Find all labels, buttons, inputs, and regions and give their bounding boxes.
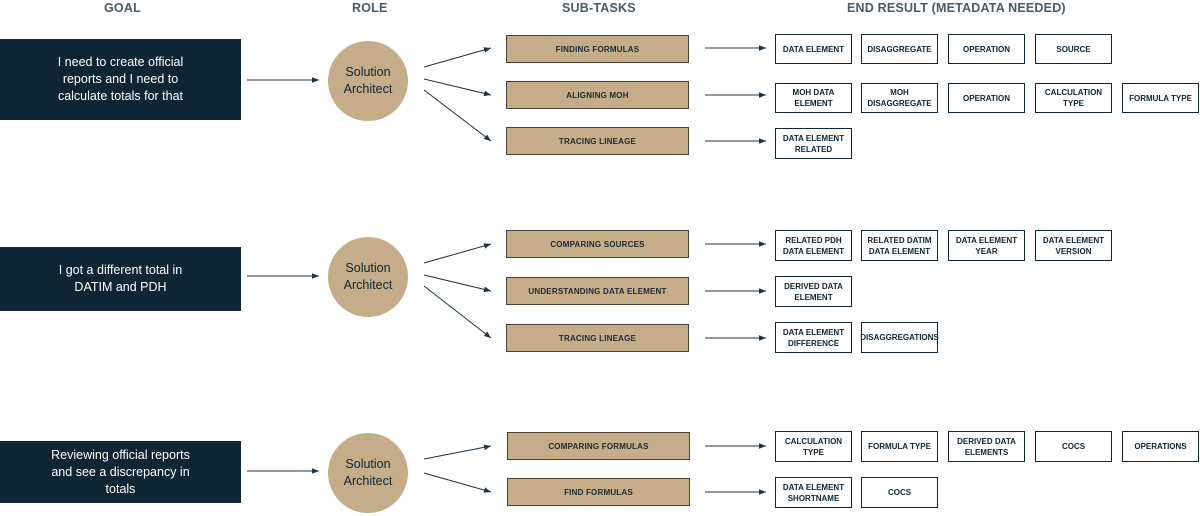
result-1-2-5: FORMULA TYPE: [1122, 83, 1199, 113]
result-1-3-1: DATA ELEMENT RELATED: [775, 128, 852, 159]
subtask-1-3: TRACING LINEAGE: [506, 127, 689, 155]
result-1-2-3: OPERATION: [948, 83, 1025, 113]
arrow-role-to-task-3-2: [423, 472, 492, 493]
subtask-2-3: TRACING LINEAGE: [506, 324, 689, 352]
result-1-2-1: MOH DATA ELEMENT: [775, 83, 852, 113]
result-2-1-2: RELATED DATIM DATA ELEMENT: [861, 230, 938, 261]
result-3-1-3: DERIVED DATA ELEMENTS: [948, 431, 1025, 462]
result-3-1-1: CALCULATION TYPE: [775, 431, 852, 462]
result-2-3-2: DISAGGREGATIONS: [860, 322, 939, 353]
subtask-2-1: COMPARING SOURCES: [506, 230, 689, 258]
role-circle-3: Solution Architect: [328, 433, 408, 513]
result-3-2-2: COCS: [861, 477, 938, 508]
subtask-3-2: FIND FORMULAS: [507, 478, 690, 506]
result-2-2-1: DERIVED DATA ELEMENT: [775, 276, 852, 307]
subtask-1-2: ALIGNING MOH: [506, 81, 689, 109]
subtask-1-1: FINDING FORMULAS: [506, 35, 689, 63]
header-subtasks: SUB-TASKS: [562, 1, 636, 15]
subtask-2-2: UNDERSTANDING DATA ELEMENT: [506, 277, 689, 305]
arrow-role-to-task-1-2: [423, 78, 492, 97]
arrow-role-to-task-2-2: [423, 274, 492, 293]
arrow-role-to-task-1-3: [423, 89, 492, 142]
result-2-3-1: DATA ELEMENT DIFFERENCE: [775, 322, 852, 353]
header-goal: GOAL: [104, 1, 141, 15]
subtask-3-1: COMPARING FORMULAS: [507, 432, 690, 460]
result-1-1-4: SOURCE: [1035, 34, 1112, 64]
result-1-1-1: DATA ELEMENT: [775, 34, 852, 64]
goal-box-3: Reviewing official reports and see a dis…: [0, 441, 241, 503]
result-1-2-4: CALCULATION TYPE: [1035, 83, 1112, 113]
arrow-role-to-task-1-1: [423, 47, 492, 68]
result-2-1-1: RELATED PDH DATA ELEMENT: [775, 230, 852, 261]
result-2-1-4: DATA ELEMENT VERSION: [1035, 230, 1112, 261]
role-circle-2: Solution Architect: [328, 237, 408, 317]
arrow-role-to-task-2-1: [423, 243, 492, 264]
header-end-result: END RESULT (METADATA NEEDED): [847, 1, 1066, 15]
goal-box-2: I got a different total in DATIM and PDH: [0, 247, 241, 311]
result-1-1-3: OPERATION: [948, 34, 1025, 64]
result-1-1-2: DISAGGREGATE: [861, 34, 938, 64]
arrow-role-to-task-2-3: [423, 285, 492, 339]
result-3-2-1: DATA ELEMENT SHORTNAME: [775, 477, 852, 508]
role-circle-1: Solution Architect: [328, 41, 408, 121]
arrow-role-to-task-3-1: [423, 444, 492, 460]
result-3-1-4: COCS: [1035, 431, 1112, 462]
result-3-1-2: FORMULA TYPE: [861, 431, 938, 462]
result-3-1-5: OPERATIONS: [1122, 431, 1199, 462]
header-role: ROLE: [352, 1, 388, 15]
result-2-1-3: DATA ELEMENT YEAR: [948, 230, 1025, 261]
result-1-2-2: MOH DISAGGREGATE: [861, 83, 938, 113]
goal-box-1: I need to create official reports and I …: [0, 39, 241, 120]
